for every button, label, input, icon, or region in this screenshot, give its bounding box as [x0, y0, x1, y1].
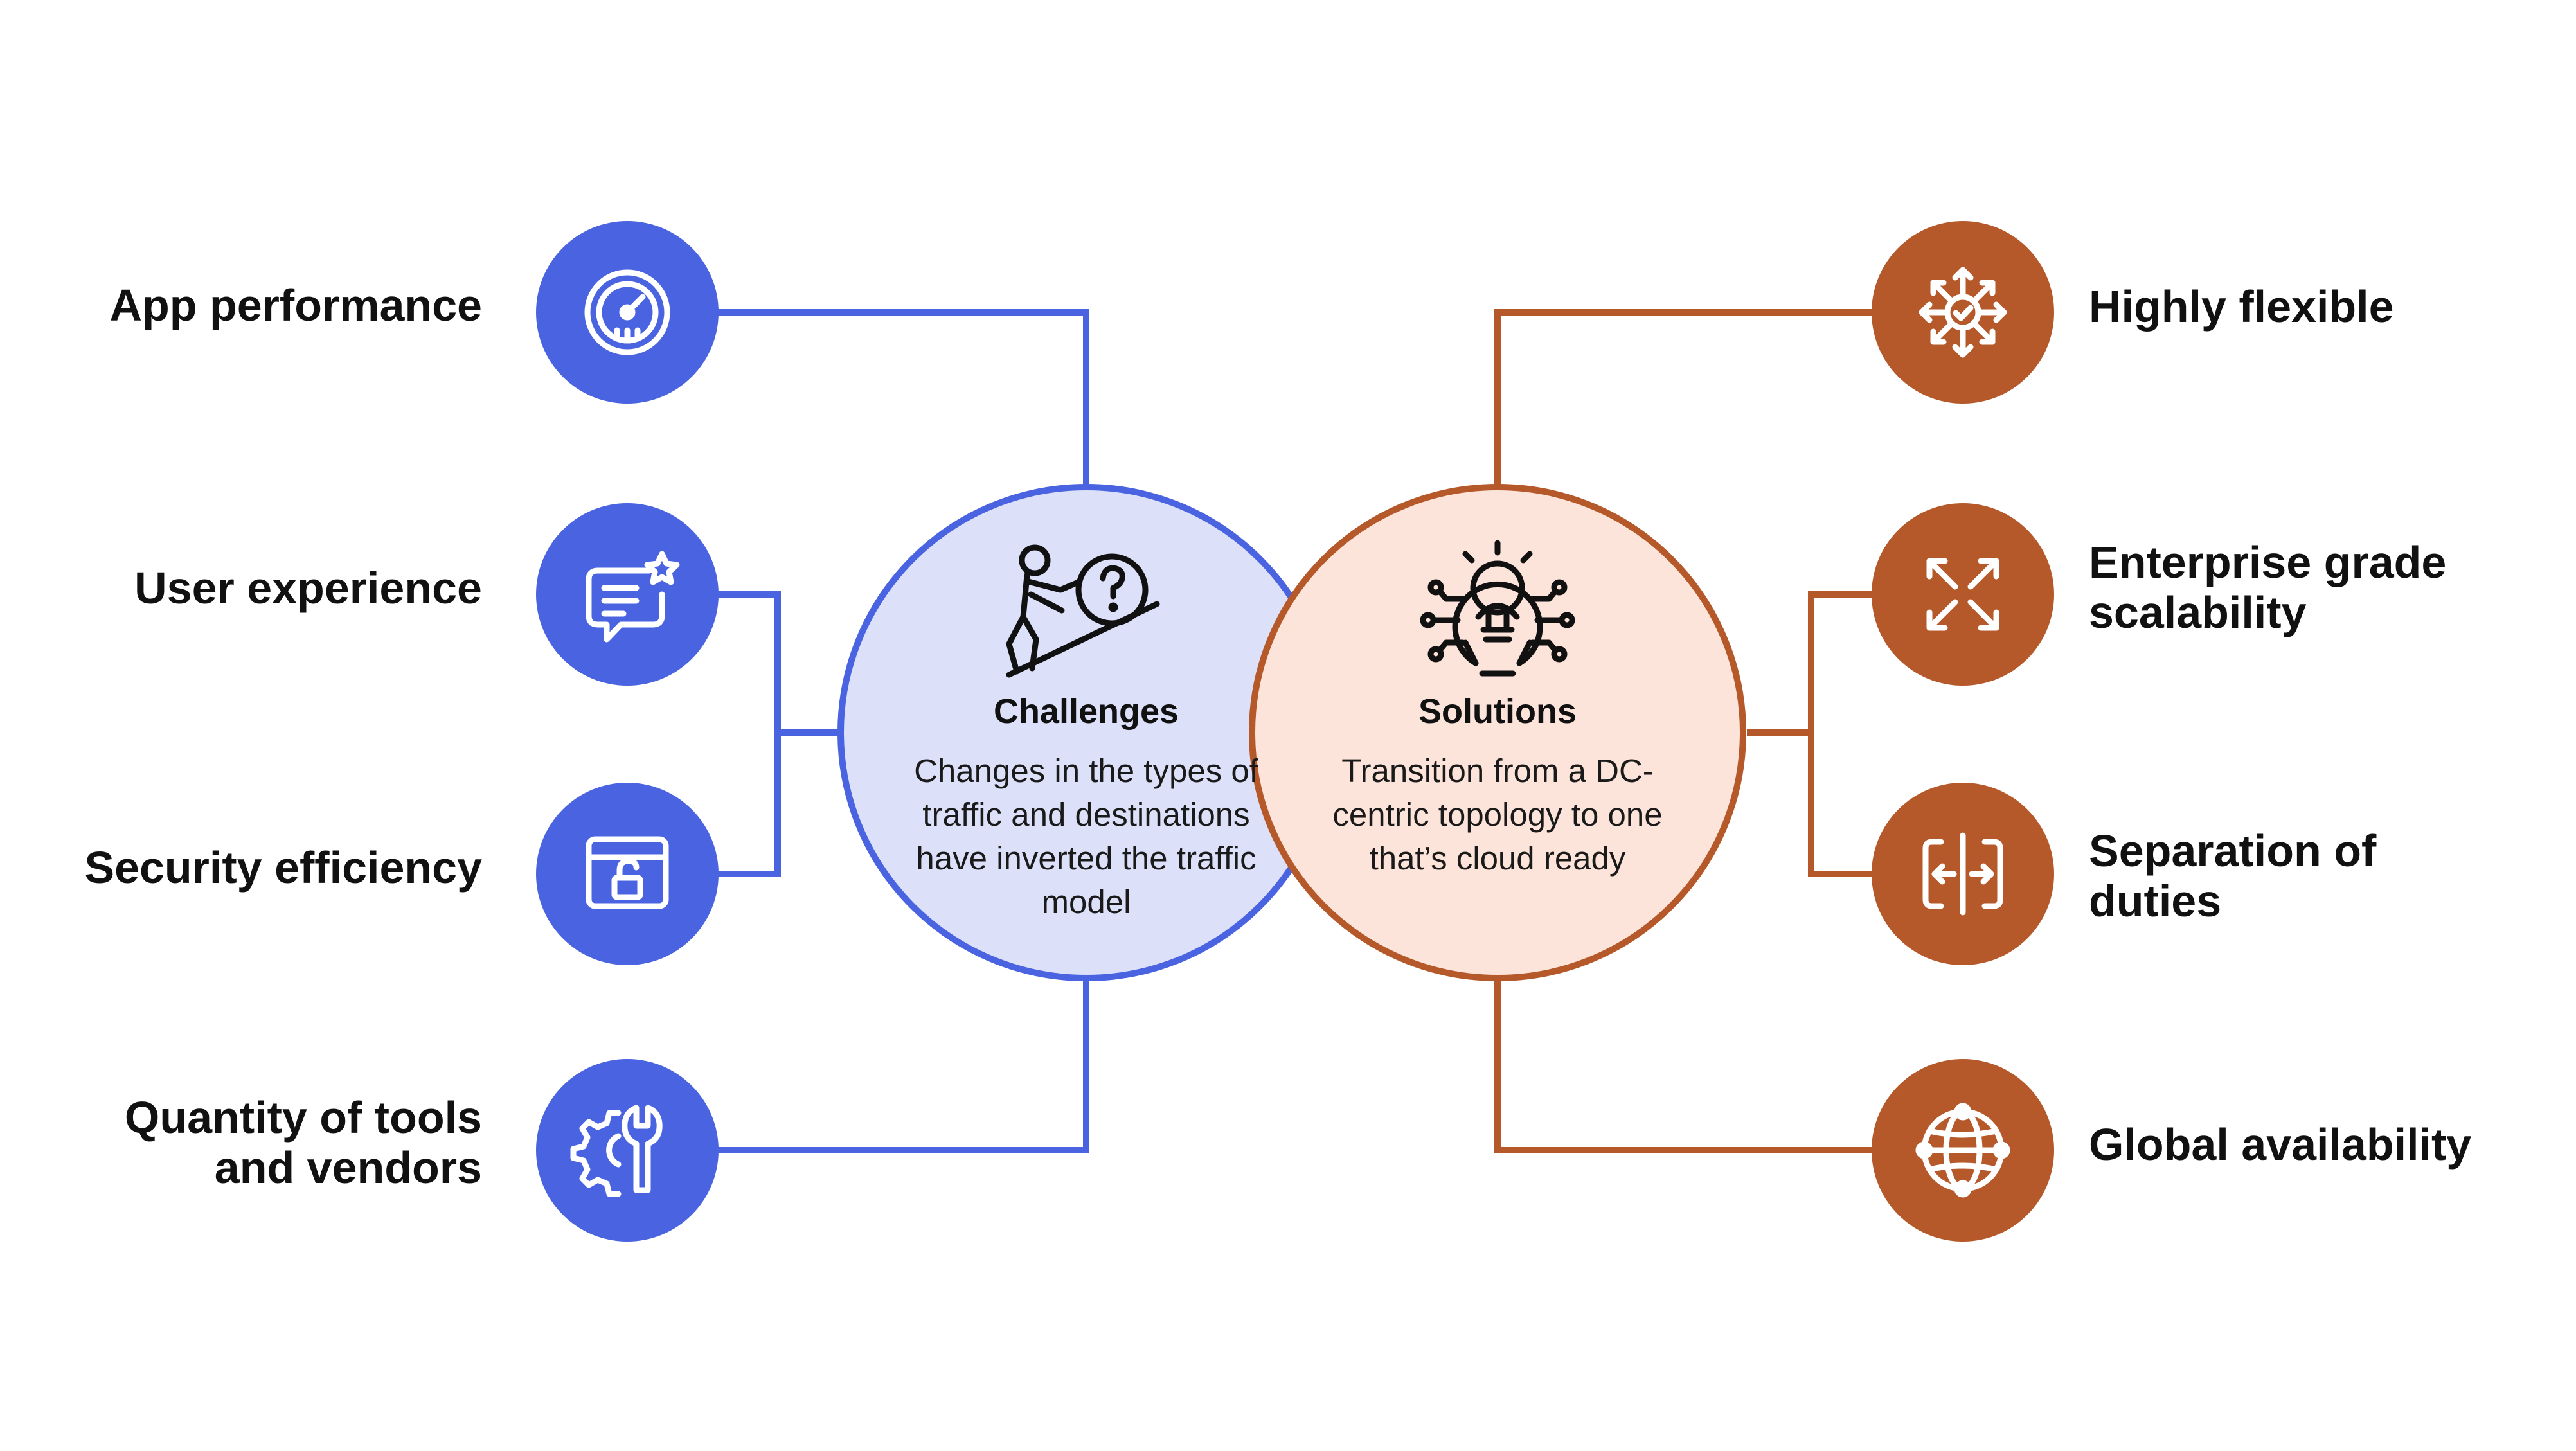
chat-star-icon: [586, 551, 680, 643]
challenge-connectors: [713, 309, 1089, 1153]
browser-lock-icon: [586, 836, 669, 909]
expand-arrows-icon: [1926, 558, 1999, 631]
connector-highly-flexible: [1494, 309, 1877, 488]
connector-user-experience: [713, 591, 781, 877]
solution-connectors: [1494, 309, 1877, 1153]
challenge-item-quantity-tools: [536, 1059, 719, 1242]
label-global-availability: Global availability: [2089, 1119, 2472, 1170]
quantity-tools-badge: [536, 1059, 719, 1242]
label-user-experience: User experience: [134, 563, 482, 613]
label-app-performance: App performance: [109, 280, 482, 330]
challenge-item-app-performance: [536, 221, 719, 404]
solution-item-enterprise-scalability: [1872, 503, 2054, 686]
solutions-circle: [1249, 484, 1746, 981]
lightbulb-gear-icon: [1420, 540, 1575, 677]
arrows-out-check-icon: [1919, 267, 2007, 358]
label-quantity-tools: Quantity of tools and vendors: [124, 1092, 482, 1193]
user-experience-badge: [536, 503, 719, 686]
solutions-title: Solutions: [1418, 692, 1577, 731]
globe-icon: [1915, 1103, 2010, 1198]
connector-app-performance: [713, 309, 1089, 488]
connector-enterprise-scalability: [1808, 591, 1877, 877]
challenge-item-user-experience: [536, 503, 719, 686]
gear-wrench-icon: [570, 1105, 663, 1197]
connector-global-availability: [1494, 977, 1877, 1153]
challenges-title: Challenges: [993, 692, 1179, 731]
label-highly-flexible: Highly flexible: [2089, 281, 2394, 332]
challenges-description: Changes in the types of traffic and dest…: [914, 752, 1258, 920]
enterprise-scalability-badge: [1872, 503, 2054, 686]
security-efficiency-badge: [536, 783, 719, 965]
person-pushing-question-boulder-icon: [1006, 544, 1160, 678]
label-security-efficiency: Security efficiency: [84, 842, 482, 893]
solution-item-global-availability: [1872, 1059, 2054, 1242]
solution-item-separation-duties: [1872, 783, 2054, 965]
solutions-description: Transition from a DC-centric topology to…: [1332, 752, 1663, 877]
connector-quantity-tools: [713, 977, 1089, 1153]
label-separation-duties: Separation of duties: [2089, 826, 2377, 926]
split-arrows-icon: [1922, 832, 2003, 916]
challenge-item-security-efficiency: [536, 783, 719, 965]
speedometer-icon: [584, 269, 670, 355]
label-enterprise-scalability: Enterprise grade scalability: [2089, 537, 2447, 637]
solution-item-highly-flexible: [1872, 221, 2054, 404]
